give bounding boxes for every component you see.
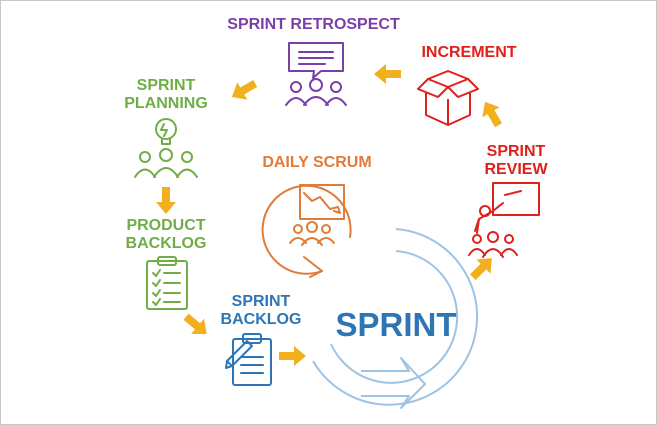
presentation-team-icon — [468, 182, 540, 258]
sprint-backlog-line-2: BACKLOG — [220, 311, 302, 329]
checklist-clipboard-icon — [146, 256, 188, 310]
product-backlog-line-1: PRODUCT — [126, 217, 206, 234]
speech-bubble-team-icon — [285, 42, 347, 106]
daily-scrum-label: DAILY SCRUM — [262, 154, 372, 171]
sprint-review-label: SPRINT REVIEW — [471, 143, 561, 180]
product-backlog-label: PRODUCT BACKLOG — [111, 217, 221, 254]
lightbulb-team-icon — [134, 118, 198, 178]
arrow-product-backlog-to-sprint-backlog — [183, 313, 207, 334]
sprint-backlog-label: SPRINT BACKLOG — [206, 293, 316, 330]
arrow-sprint-backlog-to-sprint — [279, 346, 306, 366]
open-box-icon — [417, 70, 479, 126]
sprint-planning-label: SPRINT PLANNING — [111, 77, 221, 114]
chart-meeting-icon — [261, 184, 352, 278]
sprint-review-line-1: SPRINT — [486, 143, 546, 160]
arrow-increment-to-retrospect — [374, 64, 401, 84]
clipboard-pencil-icon — [225, 333, 272, 386]
product-backlog-line-2: BACKLOG — [125, 235, 207, 253]
sprint-cycle-ring — [312, 228, 479, 409]
arrow-planning-to-product-backlog — [156, 187, 176, 214]
sprint-retrospect-label: SPRINT RETROSPECT — [227, 16, 400, 33]
sprint-planning-line-2: PLANNING — [124, 95, 208, 113]
arrow-retrospect-to-planning — [231, 80, 258, 100]
sprint-center-label: SPRINT — [335, 306, 457, 344]
arrow-sprint-to-review — [469, 258, 492, 281]
sprint-planning-line-1: SPRINT — [136, 77, 196, 94]
sprint-backlog-line-1: SPRINT — [231, 293, 291, 310]
sprint-review-line-2: REVIEW — [484, 161, 548, 179]
increment-label: INCREMENT — [421, 44, 517, 61]
arrow-review-to-increment — [482, 101, 502, 128]
